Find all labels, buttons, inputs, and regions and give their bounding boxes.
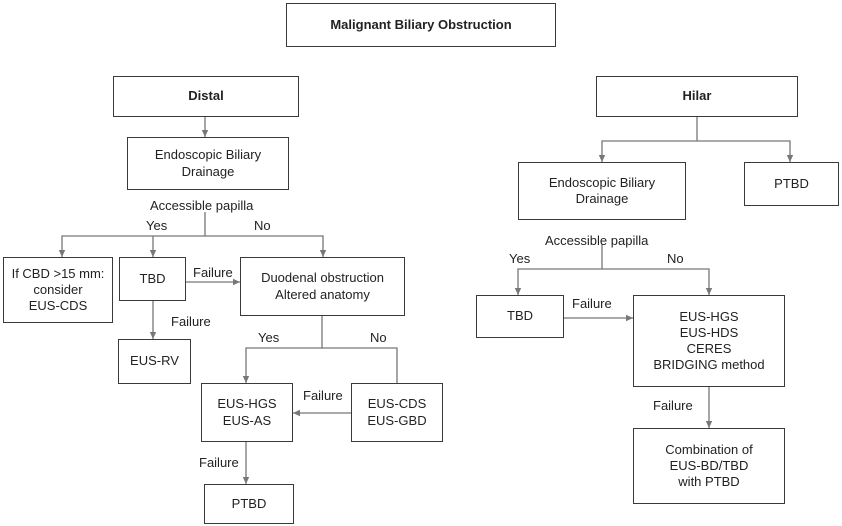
cds-gbd-box: EUS-CDS EUS-GBD [351, 383, 443, 442]
hilar-yes-label: Yes [509, 251, 531, 266]
hilar-option-2: EUS-HDS [679, 324, 739, 340]
cbd-note-line1: If CBD >15 mm: [11, 265, 105, 281]
hilar-option-4: BRIDGING method [653, 357, 765, 373]
distal-sub-yes-label: Yes [258, 330, 280, 345]
hilar-ptbd-top-box: PTBD [744, 162, 839, 206]
combination-box: Combination of EUS-BD/TBD with PTBD [633, 428, 785, 504]
duodenal-line1: Duodenal obstruction [261, 270, 384, 286]
hilar-options-box: EUS-HGS EUS-HDS CERES BRIDGING method [633, 295, 785, 387]
combination-line1: Combination of [665, 441, 753, 457]
hgs-as-box: EUS-HGS EUS-AS [201, 383, 293, 442]
title-box: Malignant Biliary Obstruction [286, 3, 556, 47]
distal-yes-label: Yes [146, 218, 168, 233]
distal-ptbd-box: PTBD [204, 484, 294, 524]
distal-accessible-papilla-label: Accessible papilla [150, 198, 254, 213]
distal-failure-tbd-label: Failure [193, 265, 233, 280]
distal-tbd-box: TBD [119, 257, 186, 301]
hilar-header-text: Hilar [682, 88, 712, 104]
hilar-ebd-line2: Drainage [575, 191, 629, 206]
distal-ebd-line2: Drainage [181, 163, 235, 179]
distal-no-label: No [254, 218, 271, 233]
hilar-tbd-box: TBD [476, 295, 564, 338]
distal-sub-no-label: No [370, 330, 387, 345]
distal-ebd-box: Endoscopic Biliary Drainage [127, 137, 289, 190]
combination-line2: EUS-BD/TBD [669, 457, 749, 473]
hilar-ptbd-top-text: PTBD [774, 175, 809, 191]
eus-rv-text: EUS-RV [130, 353, 179, 369]
hilar-accessible-papilla-label: Accessible papilla [545, 233, 649, 248]
hilar-option-1: EUS-HGS [679, 308, 739, 324]
cds-gbd-line1: EUS-CDS [367, 396, 427, 412]
cbd-note-line2: consider [33, 281, 83, 297]
hgs-as-line2: EUS-AS [222, 412, 272, 428]
hilar-tbd-text: TBD [507, 308, 533, 324]
hgs-as-line1: EUS-HGS [217, 396, 277, 412]
distal-header-box: Distal [113, 76, 299, 117]
distal-ebd-line1: Endoscopic Biliary [154, 147, 262, 163]
hilar-option-3: CERES [686, 341, 732, 356]
cbd-note-line3: EUS-CDS [28, 298, 88, 314]
distal-failure-ptbd-label: Failure [199, 455, 239, 470]
duodenal-box: Duodenal obstruction Altered anatomy [240, 257, 405, 316]
duodenal-line2: Altered anatomy [275, 286, 370, 302]
eus-rv-box: EUS-RV [118, 339, 191, 384]
hilar-no-label: No [667, 251, 684, 266]
cds-gbd-line2: EUS-GBD [367, 412, 427, 428]
hilar-ebd-box: Endoscopic Biliary Drainage [518, 162, 686, 220]
hilar-header-box: Hilar [596, 76, 798, 117]
distal-failure-cds-label: Failure [303, 388, 343, 403]
cbd-note-box: If CBD >15 mm: consider EUS-CDS [3, 257, 113, 323]
combination-line3: with PTBD [678, 474, 740, 490]
distal-tbd-text: TBD [139, 270, 166, 286]
distal-failure-rv-label: Failure [171, 314, 211, 329]
hilar-failure-combo-label: Failure [653, 398, 693, 413]
distal-ptbd-text: PTBD [231, 495, 267, 511]
distal-header-text: Distal [188, 88, 224, 104]
hilar-failure-tbd-label: Failure [572, 296, 612, 311]
title-text: Malignant Biliary Obstruction [330, 16, 512, 32]
hilar-ebd-line1: Endoscopic Biliary [548, 174, 656, 190]
